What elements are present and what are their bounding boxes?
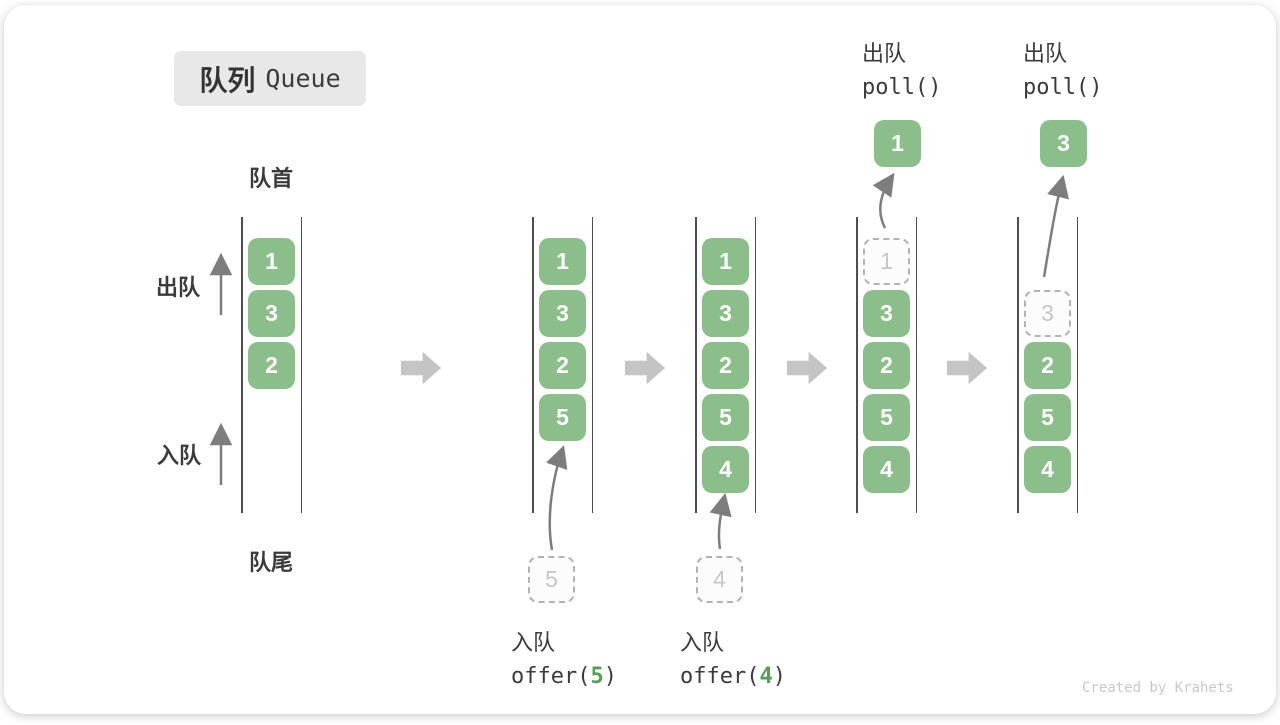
right-block-arrow-icon [401, 351, 441, 385]
incoming-element-5: 5 [528, 556, 575, 603]
queue-cell-filled: 4 [1024, 446, 1071, 493]
queue-cell-filled: 5 [702, 394, 749, 441]
offer5-code: offer(5) [511, 664, 617, 689]
queue-rear-label: 队尾 [249, 550, 294, 575]
queue-cell-filled: 2 [863, 342, 910, 389]
popped-element-1: 1 [874, 120, 921, 167]
incoming-element-4: 4 [696, 556, 743, 603]
queue-cell-filled: 3 [863, 290, 910, 337]
queue-cell-ghost: 1 [863, 238, 910, 285]
queue-cell-filled: 5 [1024, 394, 1071, 441]
poll-operation-label-2: 出队 poll() [1023, 36, 1102, 100]
title-badge: 队列 Queue [174, 51, 366, 106]
right-block-arrow-icon [787, 351, 827, 385]
queue-cell-filled: 2 [539, 342, 586, 389]
poll-operation-label-1: 出队 poll() [862, 36, 941, 100]
queue-front-label: 队首 [249, 166, 294, 191]
queue-cell-filled: 1 [248, 238, 295, 285]
queue-cell-filled: 5 [863, 394, 910, 441]
queue-wall [591, 217, 593, 513]
queue-state-after-poll-1: 1 3 2 5 4 [856, 217, 917, 513]
queue-cell-ghost: 3 [1024, 290, 1071, 337]
offer5-arg: 5 [590, 664, 604, 689]
poll2-zh: 出队 [1023, 41, 1068, 66]
queue-wall [1017, 217, 1019, 513]
queue-wall [915, 217, 917, 513]
right-block-arrow-icon [625, 351, 665, 385]
queue-wall [1076, 217, 1078, 513]
popped-element-3: 3 [1040, 120, 1087, 167]
queue-state-after-offer-5: 1 3 2 5 [532, 217, 593, 513]
queue-wall [754, 217, 756, 513]
poll1-zh: 出队 [862, 41, 907, 66]
queue-cell-filled: 3 [702, 290, 749, 337]
queue-wall [241, 217, 243, 513]
offer4-zh: 入队 [680, 630, 725, 655]
watermark: Created by Krahets [1082, 680, 1234, 696]
queue-wall [695, 217, 697, 513]
title-zh: 队列 [199, 64, 256, 96]
queue-wall [300, 217, 302, 513]
queue-cell-filled: 2 [702, 342, 749, 389]
offer4-code: offer(4) [680, 664, 786, 689]
queue-cell-filled: 3 [539, 290, 586, 337]
queue-cell-filled: 1 [702, 238, 749, 285]
queue-state-initial: 1 3 2 [241, 217, 302, 513]
queue-state-after-offer-4: 1 3 2 5 4 [695, 217, 756, 513]
poll1-code: poll() [862, 75, 942, 100]
queue-cell-filled: 3 [248, 290, 295, 337]
queue-cell-filled: 4 [863, 446, 910, 493]
offer5-zh: 入队 [511, 630, 556, 655]
queue-wall [856, 217, 858, 513]
title-en: Queue [265, 64, 341, 93]
offer-operation-label-4: 入队 offer(4) [680, 625, 786, 689]
queue-cell-filled: 2 [1024, 342, 1071, 389]
offer-operation-label-5: 入队 offer(5) [511, 625, 617, 689]
right-block-arrow-icon [947, 351, 987, 385]
enqueue-side-label: 入队 [157, 443, 202, 468]
offer4-arg: 4 [759, 664, 773, 689]
dequeue-side-label: 出队 [156, 275, 201, 300]
queue-cell-filled: 1 [539, 238, 586, 285]
queue-cell-filled: 2 [248, 342, 295, 389]
queue-cell-filled: 5 [539, 394, 586, 441]
queue-cell-filled: 4 [702, 446, 749, 493]
queue-wall [532, 217, 534, 513]
queue-state-after-poll-3: 3 2 5 4 [1017, 217, 1078, 513]
poll2-code: poll() [1023, 75, 1103, 100]
diagram-canvas: 队列 Queue 队首 队尾 出队 入队 出队 poll() 出队 poll()… [4, 5, 1276, 714]
